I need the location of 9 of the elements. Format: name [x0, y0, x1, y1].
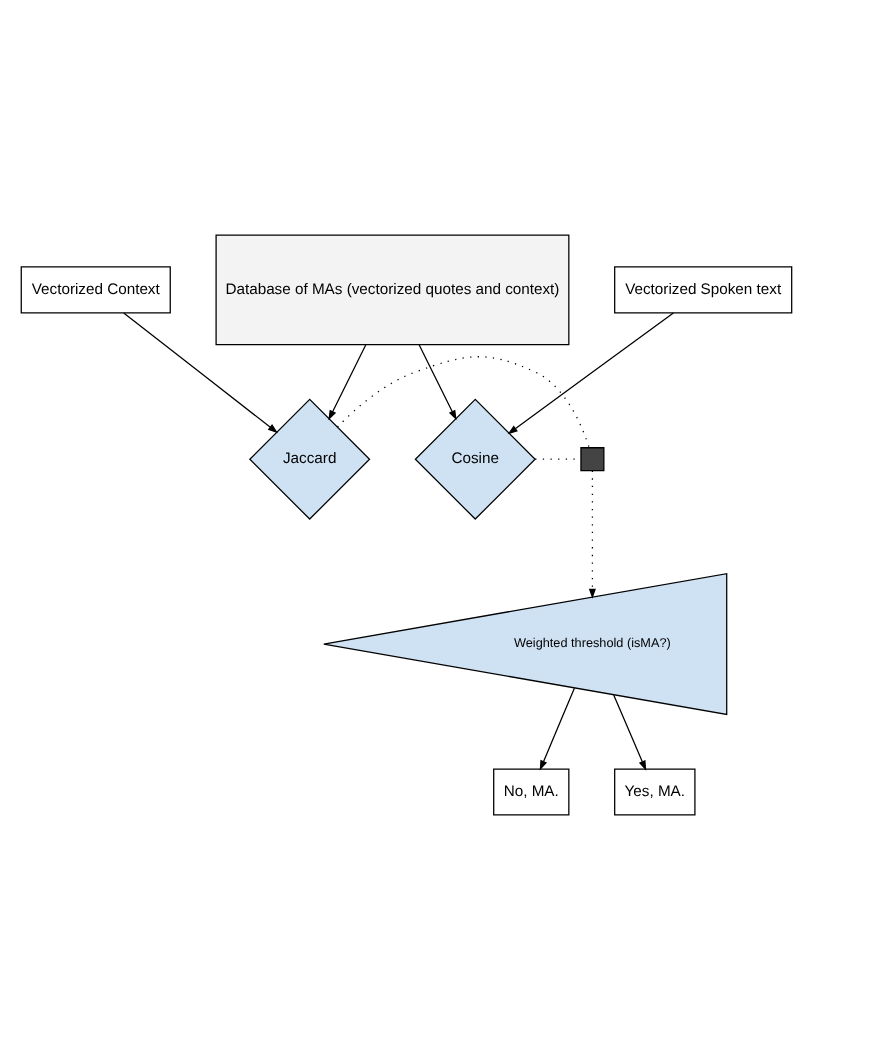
arrow	[539, 687, 576, 771]
arrow	[418, 344, 457, 421]
connector	[336, 356, 590, 449]
node-cross	[580, 447, 605, 472]
arrow	[588, 470, 596, 599]
arrow	[507, 312, 675, 435]
arrow	[613, 694, 647, 771]
arrow	[123, 312, 278, 434]
arrow	[328, 344, 367, 421]
